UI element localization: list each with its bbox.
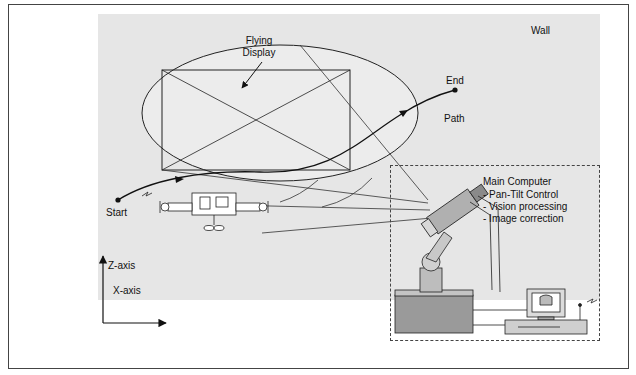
display-rect bbox=[162, 70, 350, 170]
main-computer-box: Main Computer- Pan-Tilt Control- Vision … bbox=[390, 165, 600, 341]
node-heading: Main Computer bbox=[483, 176, 551, 188]
axis-label: X-axis bbox=[113, 285, 141, 297]
node-line: - Vision processing bbox=[483, 201, 567, 213]
display-diagonal bbox=[162, 70, 350, 170]
wall-region: Wall bbox=[98, 14, 600, 300]
wall-fill bbox=[98, 14, 600, 300]
x-axis-arrow bbox=[103, 322, 166, 323]
path-arrow bbox=[399, 110, 408, 117]
leader-arrow bbox=[242, 62, 262, 88]
node-heading: Wall bbox=[531, 25, 550, 37]
end-label: End bbox=[446, 75, 464, 87]
display-diagonal bbox=[162, 70, 350, 170]
path-label: Path bbox=[444, 113, 465, 125]
projection-ellipse bbox=[142, 45, 418, 181]
start-dot bbox=[115, 197, 120, 202]
flight-path bbox=[118, 90, 455, 200]
outer-frame bbox=[9, 5, 629, 369]
node-line: - Image correction bbox=[483, 213, 564, 225]
end-dot bbox=[452, 87, 457, 92]
main-computer-set bbox=[473, 289, 597, 334]
z-axis-arrow bbox=[102, 256, 103, 323]
projection-rays bbox=[162, 45, 432, 233]
axis-label: Z-axis bbox=[108, 260, 135, 272]
blimp-robot bbox=[142, 192, 268, 231]
path-arrow bbox=[175, 176, 184, 183]
node-line: - Pan-Tilt Control bbox=[483, 189, 558, 201]
callout-label: Flying Display bbox=[236, 35, 282, 58]
start-label: Start bbox=[106, 207, 127, 219]
